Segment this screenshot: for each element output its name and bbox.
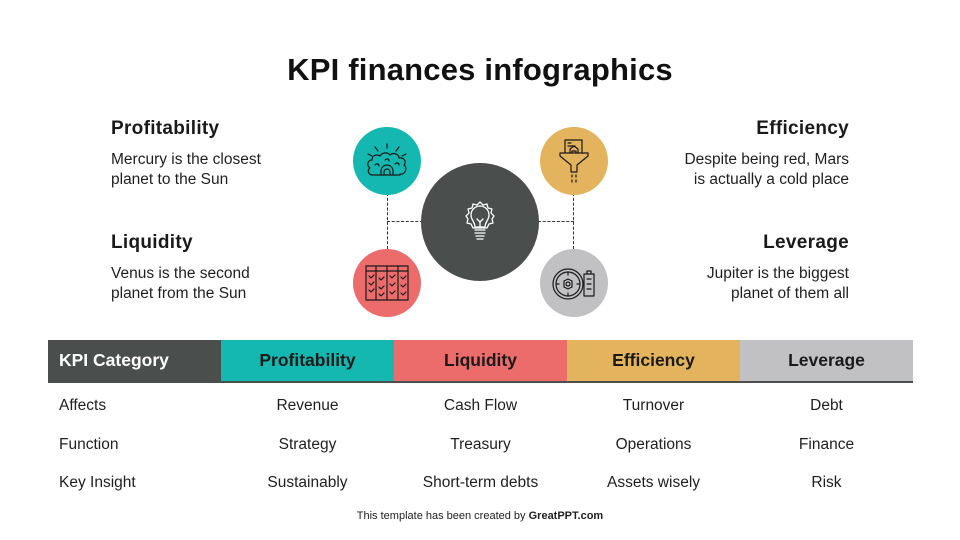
table-row: Affects Revenue Cash Flow Turnover Debt xyxy=(48,382,913,426)
efficiency-description: Despite being red, Mars is actually a col… xyxy=(609,150,849,190)
efficiency-line-2: is actually a cold place xyxy=(693,171,849,188)
leverage-circle xyxy=(540,249,608,317)
table-cell: Assets wisely xyxy=(606,474,701,492)
footer-credit: This template has been created by GreatP… xyxy=(0,510,960,522)
profitability-line-1: Mercury is the closest xyxy=(111,151,261,168)
row-label: Affects xyxy=(59,397,107,415)
footer-brand: GreatPPT.com xyxy=(528,510,604,522)
connector-left-horizontal xyxy=(387,221,423,222)
header-efficiency: Efficiency xyxy=(567,340,740,383)
efficiency-circle xyxy=(540,127,608,195)
leverage-heading: Leverage xyxy=(763,232,849,253)
checklist-calendar-icon xyxy=(365,265,409,301)
row-label: Key Insight xyxy=(59,474,136,492)
table-cell: Debt xyxy=(810,397,843,415)
table-header-row: KPI Category Profitability Liquidity Eff… xyxy=(48,340,913,383)
leverage-description: Jupiter is the biggest planet of them all xyxy=(609,264,849,304)
gauge-battery-icon xyxy=(552,268,595,300)
table-cell: Sustainably xyxy=(267,474,348,492)
liquidity-line-2: planet from the Sun xyxy=(111,285,247,302)
row-label: Function xyxy=(59,435,119,453)
leverage-line-2: planet of them all xyxy=(730,285,849,302)
brain-icon xyxy=(367,143,407,176)
table-cell: Treasury xyxy=(450,435,511,453)
table-cell: Turnover xyxy=(622,397,685,415)
table-cell: Finance xyxy=(798,435,855,453)
liquidity-circle xyxy=(353,249,421,317)
table-cell: Risk xyxy=(811,474,842,492)
table-cell: Operations xyxy=(615,435,692,453)
table-cell: Cash Flow xyxy=(443,397,518,415)
efficiency-heading: Efficiency xyxy=(756,118,849,139)
table-row: Function Strategy Treasury Operations Fi… xyxy=(48,426,913,465)
liquidity-line-1: Venus is the second xyxy=(111,265,250,282)
kpi-table: KPI Category Profitability Liquidity Eff… xyxy=(48,340,913,503)
profitability-heading: Profitability xyxy=(111,118,220,139)
leverage-line-1: Jupiter is the biggest xyxy=(706,265,849,282)
profitability-line-2: planet to the Sun xyxy=(111,171,229,188)
efficiency-line-1: Despite being red, Mars xyxy=(684,151,849,168)
header-leverage: Leverage xyxy=(740,340,913,383)
table-cell: Short-term debts xyxy=(422,474,539,492)
table-cell: Strategy xyxy=(278,435,337,453)
leverage-block: Leverage Jupiter is the biggest planet of… xyxy=(609,232,849,304)
liquidity-description: Venus is the second planet from the Sun xyxy=(111,264,351,304)
page-title: KPI finances infographics xyxy=(287,52,673,87)
profitability-description: Mercury is the closest planet to the Sun xyxy=(111,150,351,190)
profitability-circle xyxy=(353,127,421,195)
funnel-document-icon xyxy=(559,139,589,183)
table-row: Key Insight Sustainably Short-term debts… xyxy=(48,464,913,503)
profitability-block: Profitability Mercury is the closest plan… xyxy=(111,118,351,190)
liquidity-block: Liquidity Venus is the second planet from… xyxy=(111,232,351,304)
liquidity-heading: Liquidity xyxy=(111,232,193,253)
center-circle xyxy=(421,163,539,281)
table-cell: Revenue xyxy=(276,397,339,415)
connector-right-horizontal xyxy=(538,221,574,222)
efficiency-block: Efficiency Despite being red, Mars is act… xyxy=(609,118,849,190)
header-liquidity: Liquidity xyxy=(394,340,567,383)
header-profitability: Profitability xyxy=(221,340,394,383)
footer-prefix: This template has been created by xyxy=(356,510,529,522)
header-kpi-category: KPI Category xyxy=(48,340,221,383)
lightbulb-gear-icon xyxy=(465,201,495,240)
